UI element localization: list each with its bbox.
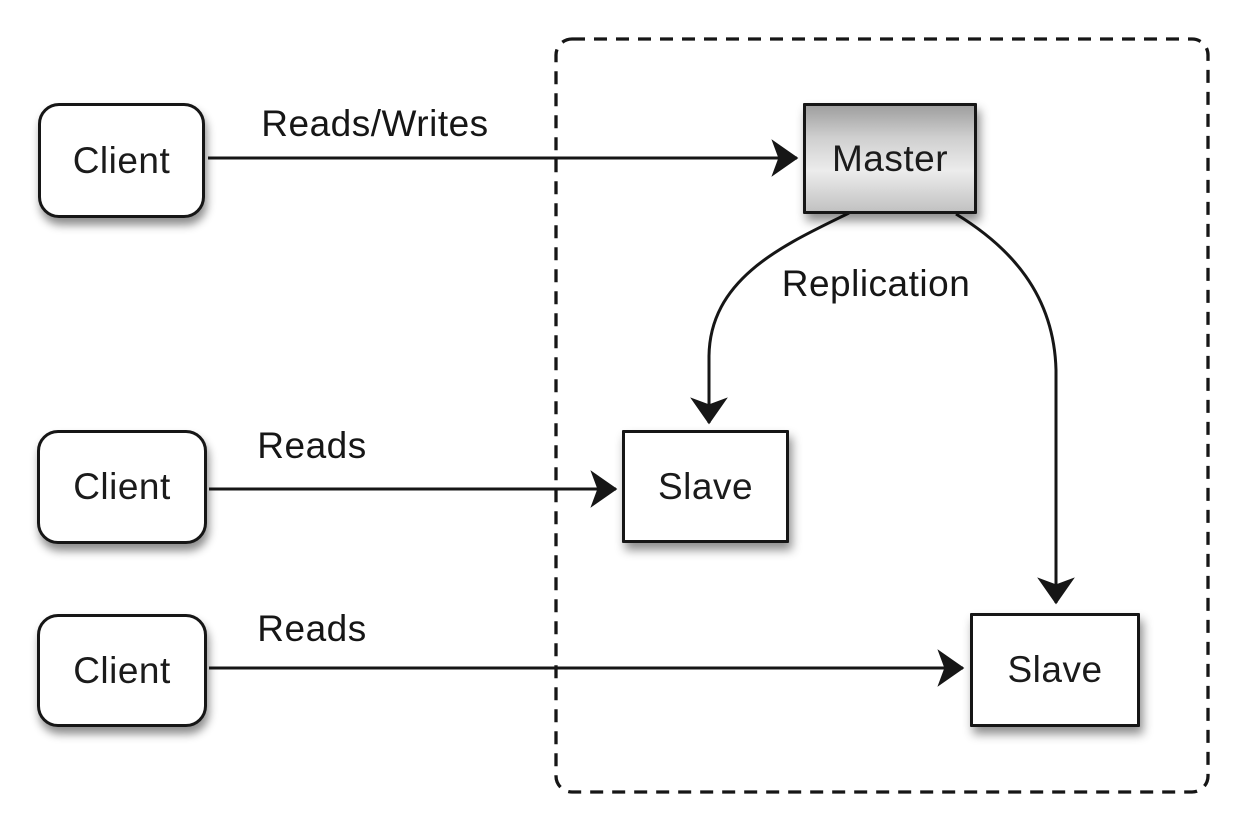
reads-label-mid: Reads	[257, 425, 367, 466]
replication-label: Replication	[781, 263, 971, 304]
slave-node-1: Slave	[622, 430, 789, 543]
replication-arrow-right	[955, 212, 1075, 605]
reads-label-bottom: Reads	[257, 608, 367, 649]
client-node-1: Client	[38, 103, 205, 218]
replication-group-boundary	[554, 37, 1210, 794]
client-node-3-label: Client	[73, 649, 171, 691]
slave-node-2-label: Slave	[1007, 649, 1103, 690]
master-node: Master	[803, 103, 977, 214]
master-node-label: Master	[831, 137, 949, 179]
slave-node-2: Slave	[970, 613, 1140, 727]
client-node-2-label: Client	[73, 466, 171, 507]
replication-arrow-left	[690, 211, 850, 425]
reads-writes-label: Reads/Writes	[261, 103, 489, 144]
client-node-2: Client	[37, 430, 207, 544]
client-node-3: Client	[37, 614, 207, 727]
slave-node-1-label: Slave	[657, 465, 754, 507]
client-node-1-label: Client	[72, 139, 171, 181]
